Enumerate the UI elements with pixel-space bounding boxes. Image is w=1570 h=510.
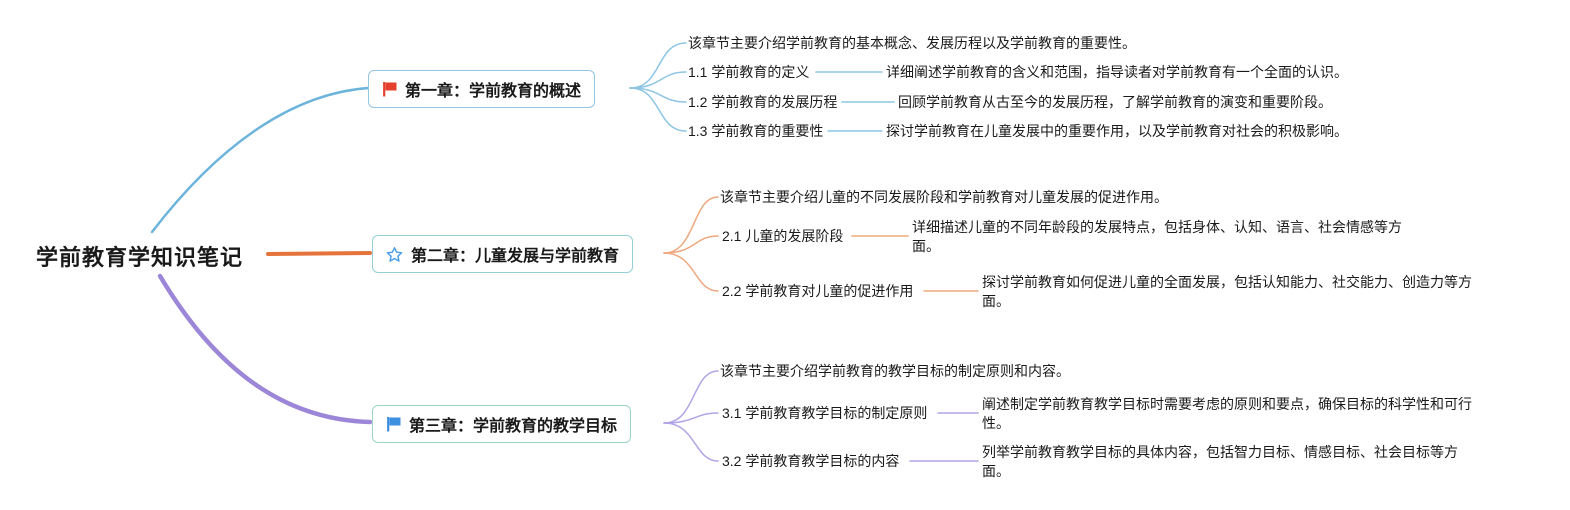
connector-ch1-topic3 — [629, 87, 687, 132]
topic-1-2-label[interactable]: 1.2 学前教育的发展历程 — [688, 94, 838, 110]
topic-1-1-label[interactable]: 1.1 学前教育的定义 — [688, 64, 810, 80]
connector-ch3-topic1 — [663, 412, 719, 424]
chapter2-intro[interactable]: 该章节主要介绍儿童的不同发展阶段和学前教育对儿童发展的促进作用。 — [720, 189, 1168, 205]
connector-ch1-topic1 — [629, 71, 687, 89]
chapter1-label: 第一章：学前教育的概述 — [405, 83, 582, 100]
topic-3-1-label[interactable]: 3.1 学前教育教学目标的制定原则 — [722, 405, 928, 421]
chapter1-intro[interactable]: 该章节主要介绍学前教育的基本概念、发展历程以及学前教育的重要性。 — [688, 35, 1136, 51]
topic-2-2-label[interactable]: 2.2 学前教育对儿童的促进作用 — [722, 283, 914, 299]
connector-ch3-intro — [663, 370, 719, 424]
topic-1-3-desc[interactable]: 探讨学前教育在儿童发展中的重要作用，以及学前教育对社会的积极影响。 — [886, 123, 1348, 139]
flag-icon — [386, 416, 401, 432]
topic-2-1-label[interactable]: 2.1 儿童的发展阶段 — [722, 228, 844, 244]
topic-2-2-desc[interactable]: 探讨学前教育如何促进儿童的全面发展，包括认知能力、社交能力、创造力等方面。 — [982, 274, 1472, 309]
chapter3-node[interactable]: 第三章：学前教育的教学目标 — [372, 405, 632, 443]
connector-ch1-topic2 — [629, 87, 687, 103]
topic-2-1-desc[interactable]: 详细描述儿童的不同年龄段的发展特点，包括身体、认知、语言、社会情感等方面。 — [912, 219, 1402, 254]
flag-icon — [382, 81, 397, 97]
topic-1-3-label[interactable]: 1.3 学前教育的重要性 — [688, 123, 824, 139]
chapter2-label: 第二章：儿童发展与学前教育 — [411, 248, 620, 265]
topic-3-2-label[interactable]: 3.2 学前教育教学目标的内容 — [722, 453, 900, 469]
connector-ch1-intro — [629, 42, 687, 89]
branch-chapter1 — [150, 86, 370, 234]
chapter1-node[interactable]: 第一章：学前教育的概述 — [368, 70, 596, 108]
connector-ch2-topic2 — [663, 252, 719, 292]
chapter3-intro[interactable]: 该章节主要介绍学前教育的教学目标的制定原则和内容。 — [720, 363, 1070, 379]
chapter2-node[interactable]: 第二章：儿童发展与学前教育 — [372, 235, 634, 273]
star-icon — [386, 246, 403, 263]
chapter3-label: 第三章：学前教育的教学目标 — [409, 418, 618, 435]
connector-ch2-topic1 — [663, 235, 719, 254]
connector-ch2-intro — [663, 196, 719, 254]
connector-ch3-topic2 — [663, 422, 719, 462]
branch-chapter2 — [266, 251, 372, 256]
topic-3-1-desc[interactable]: 阐述制定学前教育教学目标时需要考虑的原则和要点，确保目标的科学性和可行性。 — [982, 396, 1472, 431]
branch-chapter3 — [157, 273, 373, 425]
root-node[interactable]: 学前教育学知识笔记 — [36, 245, 244, 270]
topic-1-2-desc[interactable]: 回顾学前教育从古至今的发展历程，了解学前教育的演变和重要阶段。 — [898, 94, 1332, 110]
topic-1-1-desc[interactable]: 详细阐述学前教育的含义和范围，指导读者对学前教育有一个全面的认识。 — [886, 64, 1348, 80]
topic-3-2-desc[interactable]: 列举学前教育教学目标的具体内容，包括智力目标、情感目标、社会目标等方面。 — [982, 444, 1458, 479]
